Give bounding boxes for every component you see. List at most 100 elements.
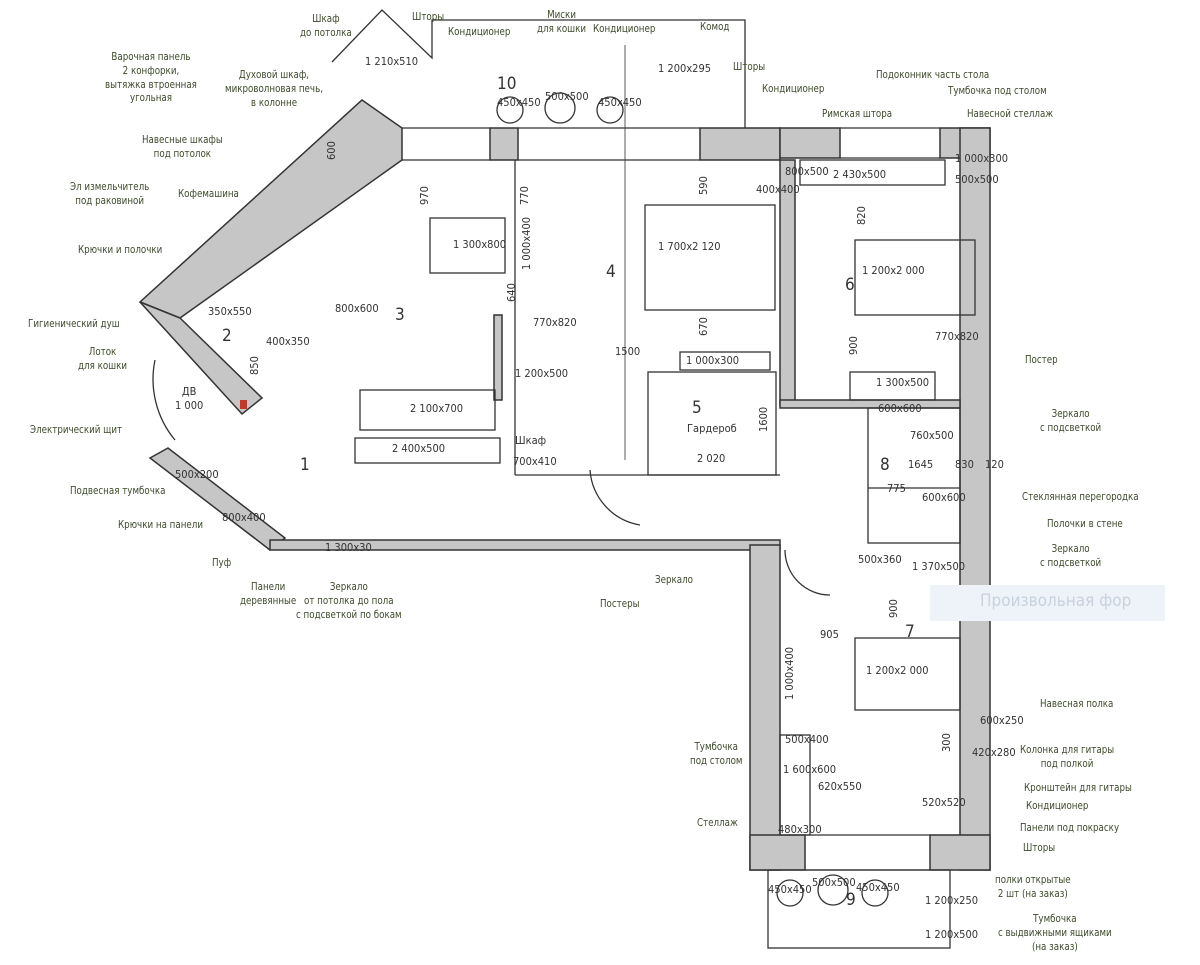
electrical-panel-marker — [240, 400, 247, 409]
wall-kitchen-diagonal — [138, 99, 403, 319]
dimension: 1 200x295 — [658, 62, 712, 75]
stool — [544, 92, 576, 124]
dimension: 400x400 — [756, 183, 800, 196]
annotation: Подоконник часть стола — [876, 68, 990, 81]
dimension: 500x200 — [175, 468, 219, 481]
dimension: 1 210x510 — [365, 55, 419, 68]
dimension: 620x550 — [818, 780, 862, 793]
annotation: Панели под покраску — [1020, 821, 1120, 834]
annotation: Кондиционер — [448, 25, 511, 38]
room-number: 8 — [880, 455, 890, 475]
annotation: Гигиенический душ — [28, 317, 120, 330]
wall-bedroom7-bottom — [749, 834, 806, 871]
dimension: 2 430x500 — [833, 168, 887, 181]
room-number: 4 — [606, 262, 616, 282]
dimension: 500x400 — [785, 733, 829, 746]
annotation: Крючки и полочки — [78, 243, 163, 256]
annotation: Зеркало с подсветкой — [1040, 542, 1102, 569]
annotation: Шкаф до потолка — [300, 12, 352, 39]
dimension: Шкаф — [515, 434, 547, 447]
annotation: Кронштейн для гитары — [1024, 781, 1132, 794]
dimension: 770 — [518, 186, 531, 205]
dimension: 500x360 — [858, 553, 902, 566]
dimension: 590 — [697, 176, 710, 195]
balcony-10-outline — [331, 9, 746, 128]
room-number: 2 — [222, 326, 232, 346]
annotation: Тумбочка с выдвижными ящиками (на заказ) — [998, 912, 1112, 953]
annotation: Тумбочка под столом — [948, 84, 1047, 97]
dimension: 1 700x2 120 — [658, 240, 721, 253]
door-dimension: ДВ 1 000 — [175, 385, 204, 412]
stool — [817, 874, 849, 906]
dimension: 350x550 — [208, 305, 252, 318]
wall-top — [699, 127, 781, 161]
annotation: Панели деревянные — [240, 580, 297, 607]
dimension: 640 — [505, 283, 518, 302]
wall-top — [489, 127, 519, 161]
annotation: Кондиционер — [593, 22, 656, 35]
dimension: 850 — [248, 356, 261, 375]
annotation: Колонка для гитары под полкой — [1020, 743, 1115, 770]
stool — [776, 879, 804, 907]
annotation: Зеркало с подсветкой — [1040, 407, 1102, 434]
dimension: 1500 — [615, 345, 641, 358]
annotation: Электрический щит — [30, 423, 123, 436]
annotation: Шторы — [1023, 841, 1056, 854]
stool — [596, 96, 624, 124]
dimension: 800x400 — [222, 511, 266, 524]
wall-entry-diagonal — [148, 447, 287, 551]
annotation: Комод — [700, 20, 730, 33]
dimension: 1 300x500 — [876, 376, 930, 389]
wall-interior — [779, 399, 961, 409]
dimension: 480x300 — [778, 823, 822, 836]
desk-7 — [779, 734, 811, 836]
watermark-overlay: Произвольная фор — [930, 585, 1165, 621]
room-number: 6 — [845, 275, 855, 295]
dimension: 1 200x250 — [925, 894, 979, 907]
dimension: 1 600x600 — [783, 763, 837, 776]
annotation: Эл измельчитель под раковиной — [70, 180, 150, 207]
dimension: 600x250 — [980, 714, 1024, 727]
dimension: 450x450 — [768, 883, 812, 896]
dimension: 905 — [820, 628, 839, 641]
wall-bedroom7-bottom — [929, 834, 991, 871]
dimension: 1 000x300 — [686, 354, 740, 367]
dimension: 1 200x2 000 — [862, 264, 925, 277]
annotation: Стеклянная перегородка — [1022, 490, 1139, 503]
dimension: 500x500 — [812, 876, 856, 889]
dimension: 300 — [940, 733, 953, 752]
door-room7 — [784, 549, 831, 596]
dimension: 900 — [847, 336, 860, 355]
annotation: Зеркало — [655, 573, 693, 586]
dimension: 1 200x500 — [925, 928, 979, 941]
room-number: 1 — [300, 455, 310, 475]
annotation: Полочки в стене — [1047, 517, 1123, 530]
dimension: Гардероб — [687, 422, 737, 435]
table-kitchen — [429, 217, 506, 274]
dimension: 775 — [887, 482, 906, 495]
bed-4 — [644, 204, 776, 311]
annotation: Кофемашина — [178, 187, 239, 200]
annotation: Тумбочка под столом — [690, 740, 743, 767]
dimension: 670 — [697, 317, 710, 336]
dimension: 1 200x500 — [515, 367, 569, 380]
dimension: 700x410 — [513, 455, 557, 468]
stool — [496, 96, 524, 124]
balcony-9-outline — [767, 869, 951, 949]
annotation: Кондиционер — [762, 82, 825, 95]
dimension: 800x500 — [785, 165, 829, 178]
dimension: 900 — [887, 599, 900, 618]
annotation: Шторы — [733, 60, 766, 73]
wall-vertical — [749, 544, 781, 871]
wall-top — [779, 127, 841, 159]
dimension: 500x500 — [545, 90, 589, 103]
annotation: Постеры — [600, 597, 640, 610]
annotation: Римская штора — [822, 107, 893, 120]
dimension: 970 — [418, 186, 431, 205]
dresser-1300 — [849, 371, 936, 401]
dimension: 760x500 — [910, 429, 954, 442]
dimension: 120 — [985, 458, 1004, 471]
sofa — [359, 389, 496, 431]
bed-6 — [854, 239, 976, 316]
